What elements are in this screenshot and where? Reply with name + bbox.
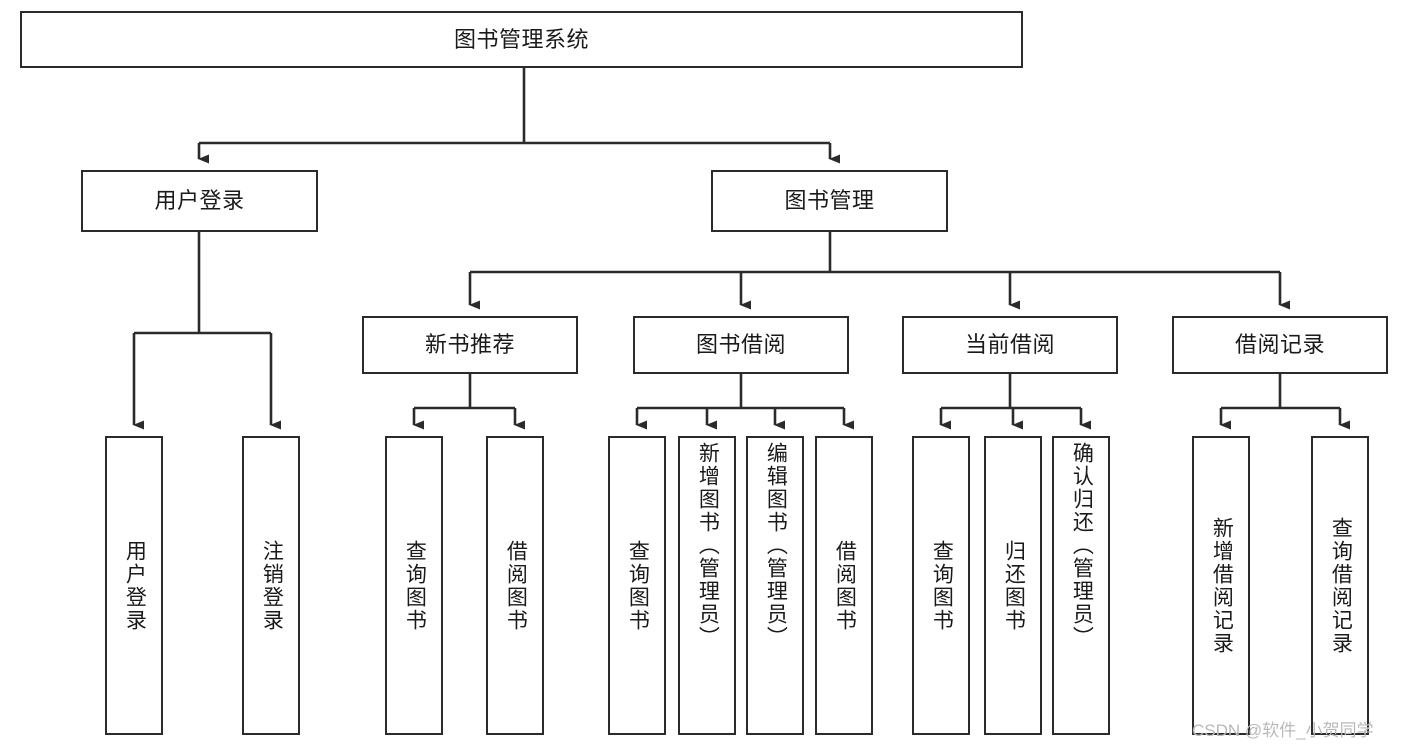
node-label: 当前借阅: [964, 332, 1055, 358]
leaf-query-borrow-record[interactable]: 查询借阅记录: [1311, 436, 1369, 735]
node-label: 注销登录: [260, 539, 284, 632]
leaf-query-book-current[interactable]: 查询图书: [912, 436, 970, 735]
node-label: 用户登录: [123, 539, 147, 632]
node-label: 确认归还（管理员）: [1070, 442, 1094, 649]
node-current-borrow[interactable]: 当前借阅: [902, 316, 1118, 374]
node-root-system[interactable]: 图书管理系统: [20, 11, 1023, 68]
node-label: 查询图书: [626, 539, 650, 632]
node-book-borrow[interactable]: 图书借阅: [633, 316, 849, 374]
node-label: 查询图书: [403, 539, 427, 632]
leaf-borrow-book-recommend[interactable]: 借阅图书: [486, 436, 544, 735]
node-user-login[interactable]: 用户登录: [81, 170, 318, 232]
node-label: 编辑图书（管理员）: [764, 442, 788, 649]
node-label: 新增图书（管理员）: [696, 442, 720, 649]
node-label: 新增借阅记录: [1210, 516, 1234, 655]
leaf-add-book-admin[interactable]: 新增图书（管理员）: [678, 436, 736, 735]
leaf-user-login[interactable]: 用户登录: [105, 436, 163, 735]
node-label: 图书管理系统: [453, 26, 589, 52]
node-label: 借阅图书: [504, 539, 528, 632]
leaf-edit-book-admin[interactable]: 编辑图书（管理员）: [746, 436, 804, 735]
node-label: 图书管理: [784, 188, 875, 214]
node-borrow-record[interactable]: 借阅记录: [1172, 316, 1388, 374]
leaf-logout[interactable]: 注销登录: [242, 436, 300, 735]
leaf-borrow-book[interactable]: 借阅图书: [815, 436, 873, 735]
node-book-manage[interactable]: 图书管理: [711, 170, 948, 232]
node-label: 查询借阅记录: [1329, 516, 1353, 655]
node-label: 借阅图书: [833, 539, 857, 632]
csdn-watermark: CSDN @软件_小贺同学: [1192, 721, 1374, 740]
leaf-query-book-borrow[interactable]: 查询图书: [608, 436, 666, 735]
node-label: 新书推荐: [424, 332, 515, 358]
leaf-add-borrow-record[interactable]: 新增借阅记录: [1192, 436, 1250, 735]
node-label: 借阅记录: [1234, 332, 1325, 358]
node-label: 用户登录: [154, 188, 245, 214]
node-label: 查询图书: [930, 539, 954, 632]
node-new-book-recommend[interactable]: 新书推荐: [362, 316, 578, 374]
node-label: 图书借阅: [695, 332, 786, 358]
node-label: 归还图书: [1002, 539, 1026, 632]
leaf-return-book[interactable]: 归还图书: [984, 436, 1042, 735]
leaf-confirm-return-admin[interactable]: 确认归还（管理员）: [1052, 436, 1110, 735]
leaf-query-book-recommend[interactable]: 查询图书: [385, 436, 443, 735]
